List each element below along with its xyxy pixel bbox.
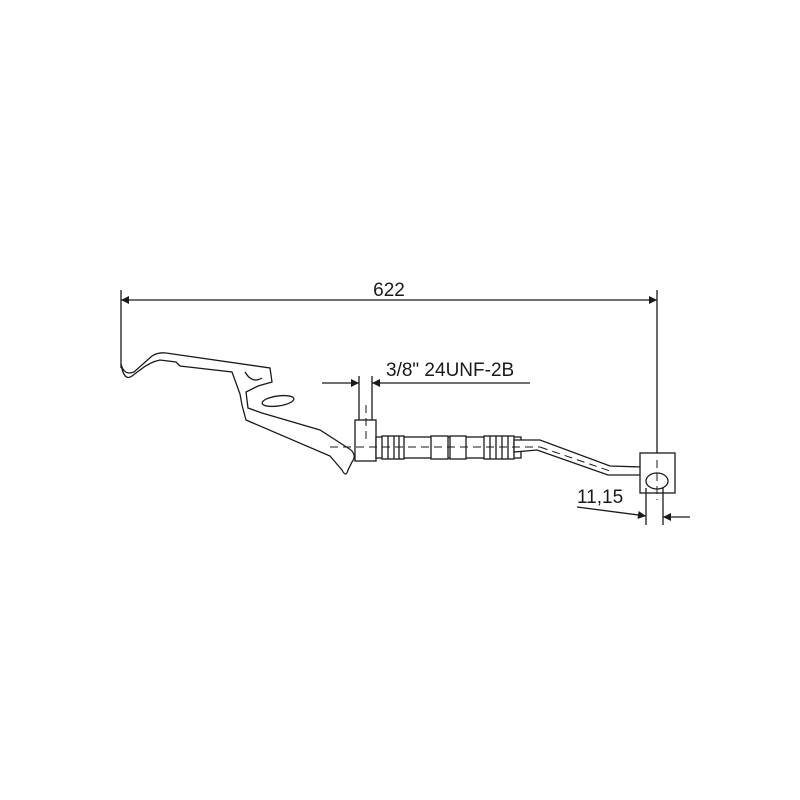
eye-width-label: 11,15 — [577, 487, 623, 508]
bracket-bend — [244, 371, 263, 381]
hose-assembly — [330, 405, 676, 500]
overall-length-dimension: 622 — [120, 280, 658, 470]
overall-length-label: 622 — [373, 280, 405, 301]
mounting-bracket — [120, 352, 355, 475]
thread-label: 3/8" 24UNF-2B — [386, 360, 514, 381]
banjo-fitting — [354, 419, 377, 462]
eye-width-dimension: 11,15 — [576, 487, 690, 525]
bracket-slot — [261, 394, 295, 408]
thread-dimension: 3/8" 24UNF-2B — [322, 360, 530, 425]
steel-pipe — [513, 439, 643, 476]
